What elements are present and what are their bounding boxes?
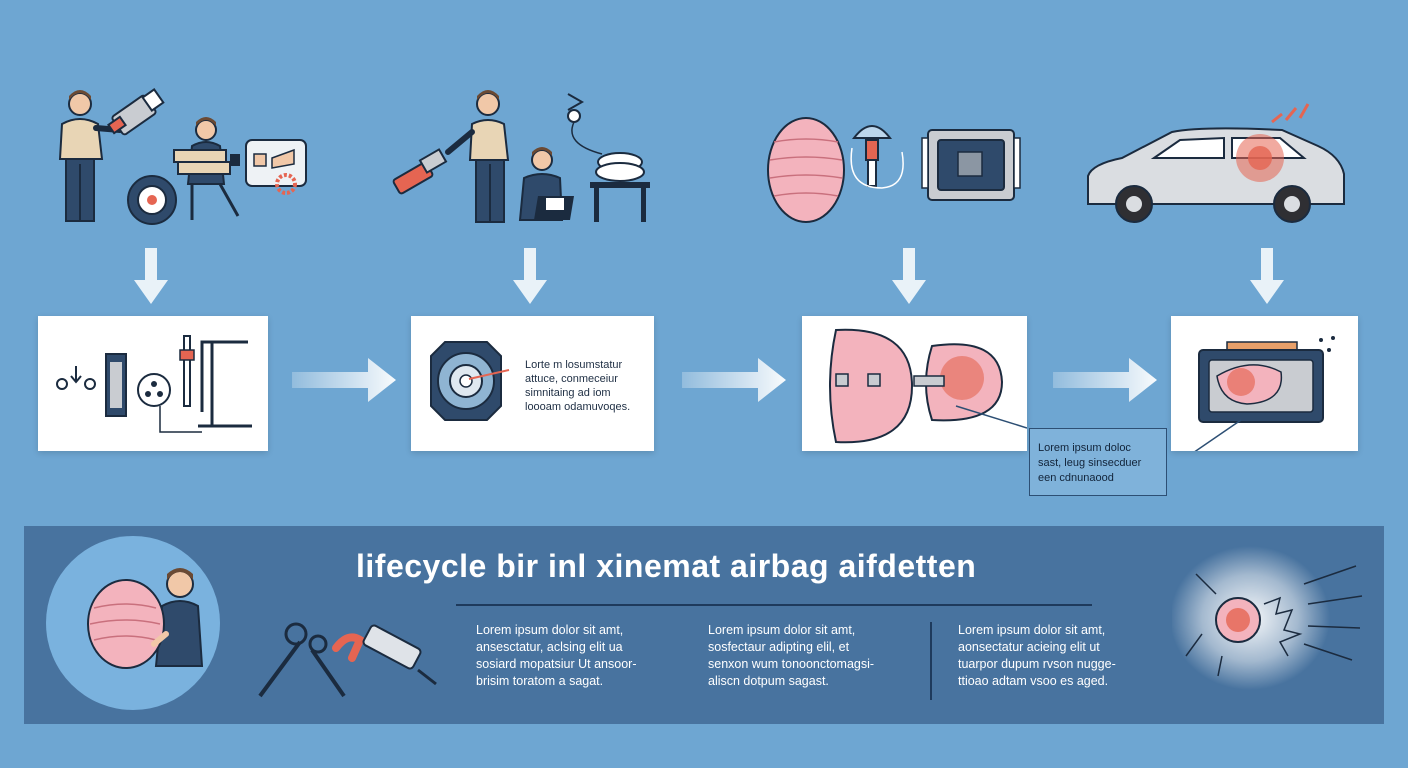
control-unit-icon <box>921 129 1021 201</box>
airbag-deployment-icon <box>829 328 1027 444</box>
scene-components <box>767 117 1021 223</box>
banner-column-2: Lorem ipsum dolor sit amt, sosfectaur ad… <box>708 623 875 688</box>
tools-icon <box>258 622 437 698</box>
banner-title: lifecycle bir inl xinemat airbag aifdett… <box>356 548 977 584</box>
info-banner <box>24 526 1384 724</box>
arrow-down-3 <box>892 248 926 304</box>
blueprint-board-icon <box>245 139 307 195</box>
card-testing: Lorte m losumstatur attuce, conmeceiur s… <box>411 316 654 451</box>
scene-manufacturing <box>58 88 307 225</box>
scene-car-impact <box>1087 103 1345 223</box>
mechanism-diagram-icon <box>56 335 252 433</box>
tool-gun-icon <box>392 148 448 195</box>
steering-wheel-module-icon <box>430 341 510 421</box>
worker-laptop-icon <box>518 147 574 221</box>
worker-seated-icon <box>173 117 240 220</box>
arrow-down-2 <box>513 248 547 304</box>
callout-box: Lorem ipsum doloc sast, leug sinsecduer … <box>1029 428 1167 496</box>
car-icon <box>1087 127 1345 223</box>
worker-standing-icon <box>445 90 510 223</box>
card-disposal <box>1171 316 1358 451</box>
arrow-down-1 <box>134 248 168 304</box>
machine-tool-icon <box>107 88 165 136</box>
crash-explosion-icon <box>1172 546 1363 690</box>
card-deployment <box>802 316 1027 451</box>
module-disposal-icon <box>1194 336 1335 451</box>
avatar-circle <box>46 536 220 710</box>
card-design <box>38 316 268 451</box>
arrow-right-2 <box>682 358 786 402</box>
inflator-icon <box>850 125 904 189</box>
column-divider <box>930 622 932 700</box>
card-testing-text: Lorte m losumstatur attuce, conmeceiur s… <box>525 359 631 413</box>
worker-standing-icon <box>58 90 123 222</box>
airbag-cushion-table-icon <box>567 93 650 222</box>
airbag-cushion-icon <box>767 117 845 223</box>
wheel-icon <box>127 175 177 225</box>
scene-assembly <box>392 90 650 223</box>
arrow-right-1 <box>292 358 396 402</box>
banner-divider <box>456 604 1092 606</box>
person-holding-airbag-icon <box>87 568 204 669</box>
banner-column-3: Lorem ipsum dolor sit amt, aonsectatur a… <box>958 623 1116 688</box>
arrow-right-3 <box>1053 358 1157 402</box>
impact-burst-icon <box>1236 103 1310 182</box>
banner-column-1: Lorem ipsum dolor sit amt, ansesctatur, … <box>476 623 637 688</box>
arrow-down-4 <box>1250 248 1284 304</box>
